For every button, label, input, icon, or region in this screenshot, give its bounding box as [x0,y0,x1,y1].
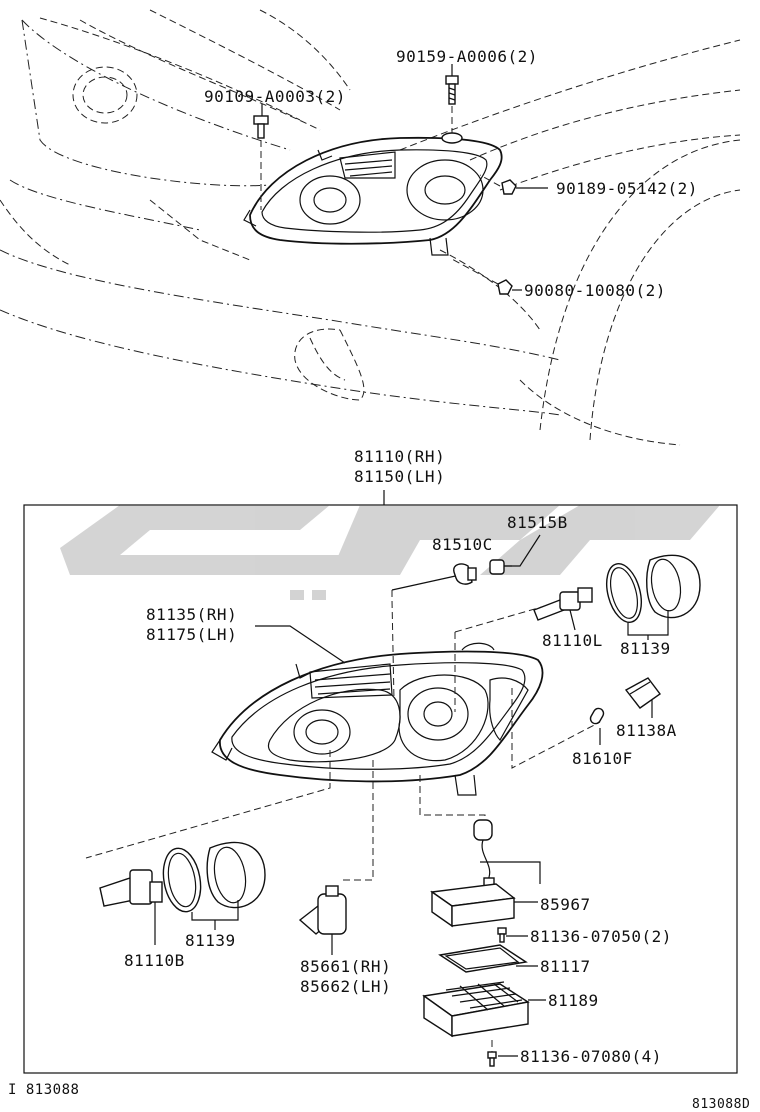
label-85661-rh: 85661(RH) [300,957,391,976]
label-81117: 81117 [540,957,591,976]
footer-left-code: I 813088 [8,1082,79,1098]
label-81515B: 81515B [507,513,568,532]
label-81175-lh: 81175(LH) [146,625,237,644]
label-81139-top: 81139 [620,639,671,658]
label-81110-rh: 81110(RH) [354,447,445,466]
bulb-81610F-icon [589,707,605,745]
label-90159-A0006: 90159-A0006(2) [396,47,538,66]
ballast-cover-81189-icon [422,981,546,1038]
label-81189: 81189 [548,991,599,1010]
label-81139-bottom: 81139 [185,931,236,950]
ballast-85967-icon [430,883,538,928]
bulb-81510C-icon [453,563,477,585]
label-81610F: 81610F [572,749,633,768]
label-85967: 85967 [540,895,591,914]
screw-81136-07050-icon [497,927,528,943]
bolt-90080-icon [449,257,522,295]
headlamp-assembly-main [211,642,544,796]
seal-81139-top-icon [606,554,701,640]
label-81110L: 81110L [542,631,603,650]
gasket-81117-icon [438,944,538,973]
label-81135-rh: 81135(RH) [146,605,237,624]
car-body-outline [0,9,741,446]
watermark-logo [60,505,720,600]
label-85662-lh: 85662(LH) [300,977,391,996]
footer-right-code: 813088D [692,1097,750,1112]
headlamp-installed [243,136,503,256]
label-90109-A0003: 90109-A0003(2) [204,87,346,106]
label-81136-07080: 81136-07080(4) [520,1047,662,1066]
seal-81139-bottom-icon [162,841,266,930]
socket-81138A-icon [624,677,661,718]
label-90189-05142: 90189-05142(2) [556,179,698,198]
label-81136-07050: 81136-07050(2) [530,927,672,946]
bulb-81110B-icon [99,869,163,945]
bulb-81110L-icon [533,587,593,631]
label-81110B: 81110B [124,951,185,970]
labels: 90159-A0006(2) 90109-A0003(2) 90189-0514… [8,47,750,1112]
socket-81515B-icon [489,559,512,575]
top-fasteners [253,64,548,295]
leader-lines [85,534,601,881]
leader-85967 [480,861,541,884]
leveling-motor-85661-icon [298,885,347,955]
assembly-frame [23,490,738,1074]
connector-cable-icon [473,819,495,887]
clip-90189-icon [479,174,548,195]
label-81150-lh: 81150(LH) [354,467,445,486]
bolt-90109-icon [253,115,269,210]
label-81138A: 81138A [616,721,677,740]
label-81510C: 81510C [432,535,493,554]
screw-81136-07080-icon [487,1040,518,1067]
label-90080-10080: 90080-10080(2) [524,281,666,300]
